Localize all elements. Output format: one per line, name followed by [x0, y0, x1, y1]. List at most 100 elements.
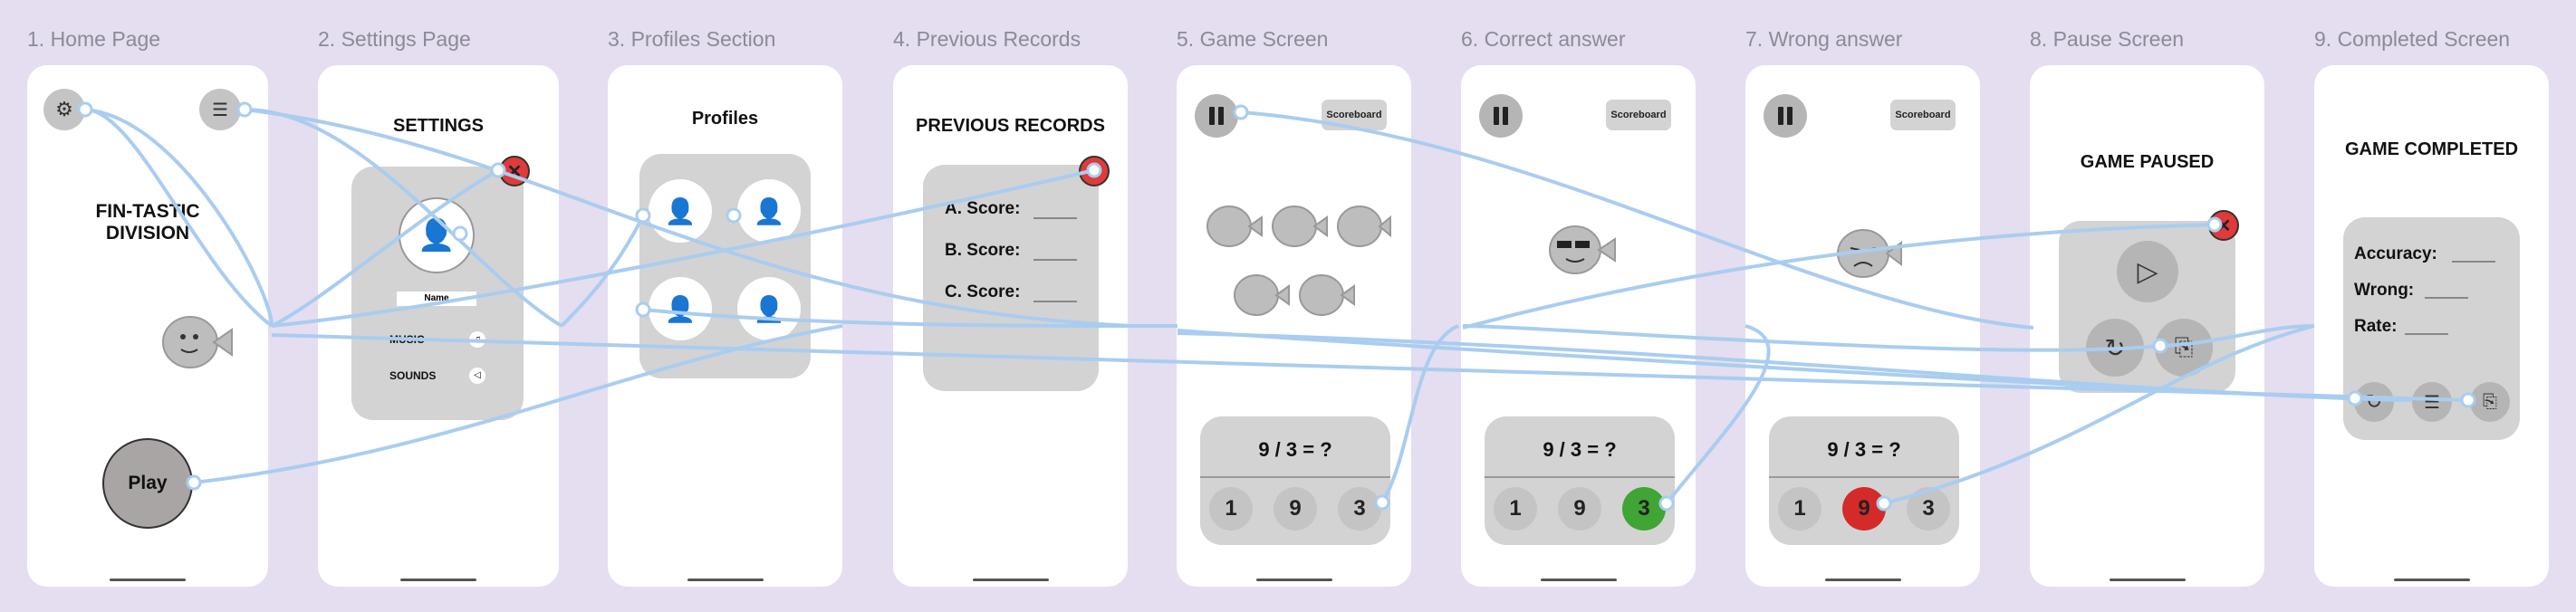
completed-title: GAME COMPLETED	[2344, 139, 2519, 159]
correct-answer-screen: Scoreboard 9 / 3 = ? 1 9 3	[1461, 65, 1696, 587]
scoreboard-button[interactable]: Scoreboard	[1890, 100, 1956, 130]
exit-button[interactable]: ⎘	[2155, 319, 2213, 377]
home-indicator	[2393, 579, 2470, 581]
answer-option-3[interactable]: 3	[1907, 487, 1950, 531]
home-indicator	[1540, 579, 1617, 581]
records-screen: PREVIOUS RECORDS A. Score: B. Score: C. …	[893, 65, 1128, 587]
restart-button[interactable]: ↻	[2086, 319, 2144, 377]
label-pause-screen: 8. Pause Screen	[2030, 27, 2185, 51]
home-screen: ⚙ ☰ FIN-TASTIC DIVISION Play	[27, 65, 268, 587]
profiles-title: Profiles	[691, 109, 759, 129]
score-a-label: A. Score:	[945, 199, 1021, 218]
exit-button[interactable]: ⎘	[2470, 382, 2510, 422]
label-completed-screen: 9. Completed Screen	[2314, 27, 2511, 51]
records-button[interactable]: ☰	[2412, 382, 2452, 422]
add-profile-slot-4[interactable]: 👤	[737, 277, 801, 340]
settings-screen: SETTINGS 👤 Name MUSIC ♫ SOUNDS ◁ ✕	[318, 65, 559, 587]
label-profiles-section: 3. Profiles Section	[608, 27, 776, 51]
accuracy-label: Accuracy:	[2354, 244, 2437, 263]
wrong-label: Wrong:	[2354, 281, 2415, 300]
restart-button[interactable]: ↻	[2354, 382, 2394, 422]
label-game-screen: 5. Game Screen	[1177, 27, 1329, 51]
label-correct-answer: 6. Correct answer	[1461, 27, 1626, 51]
accuracy-value	[2452, 261, 2495, 263]
question-panel: 9 / 3 = ? 1 9 3	[1485, 416, 1675, 545]
settings-close-button[interactable]: ✕	[499, 156, 530, 186]
add-profile-slot-2[interactable]: 👤	[737, 179, 801, 243]
score-c-label: C. Score:	[945, 282, 1021, 301]
label-wrong-answer: 7. Wrong answer	[1745, 27, 1903, 51]
question-panel: 9 / 3 = ? 1 9 3	[1200, 416, 1390, 545]
question-text: 9 / 3 = ?	[1827, 438, 1901, 461]
home-indicator	[972, 579, 1049, 581]
pause-close-button[interactable]: ✕	[2208, 210, 2239, 241]
home-indicator	[110, 579, 186, 581]
score-c-value	[1033, 301, 1077, 302]
add-user-icon: 👤	[753, 196, 785, 225]
exit-door-icon: ⎘	[2483, 391, 2497, 412]
wrong-value	[2425, 297, 2468, 299]
answer-option-1[interactable]: 1	[1209, 487, 1253, 531]
score-a-value	[1033, 217, 1077, 219]
label-home-page: 1. Home Page	[27, 27, 161, 51]
answer-option-1[interactable]: 1	[1778, 487, 1821, 531]
records-close-button[interactable]: ✕	[1079, 156, 1110, 186]
close-icon: ✕	[506, 161, 523, 182]
home-indicator	[687, 579, 764, 581]
cool-fish-icon	[1549, 225, 1616, 274]
home-indicator	[1255, 579, 1332, 581]
fish-icon	[162, 316, 233, 368]
home-indicator	[2109, 579, 2186, 581]
music-toggle-icon[interactable]: ♫	[469, 331, 485, 348]
score-b-label: B. Score:	[945, 241, 1021, 260]
play-icon: ▷	[2137, 256, 2158, 287]
add-user-icon: 👤	[753, 294, 785, 323]
pause-title: GAME PAUSED	[2080, 152, 2215, 172]
add-profile-slot-1[interactable]: 👤	[649, 179, 712, 243]
records-button[interactable]: ☰	[199, 89, 241, 130]
resume-button[interactable]: ▷	[2117, 241, 2178, 302]
sound-toggle-icon[interactable]: ◁	[469, 368, 485, 384]
records-panel: A. Score: B. Score: C. Score:	[923, 165, 1099, 391]
play-button[interactable]: Play	[102, 438, 193, 529]
pause-button[interactable]	[1764, 94, 1807, 138]
answer-option-3[interactable]: 3	[1338, 487, 1381, 531]
home-indicator	[1824, 579, 1901, 581]
answer-option-2[interactable]: 9	[1558, 487, 1601, 531]
close-icon: ✕	[2216, 215, 2232, 236]
rate-label: Rate:	[2354, 317, 2398, 336]
rate-value	[2405, 333, 2448, 335]
game-title: FIN-TASTIC DIVISION	[95, 201, 200, 244]
pause-button[interactable]	[1479, 94, 1523, 138]
add-user-icon: 👤	[664, 294, 697, 323]
restart-icon: ↻	[2365, 390, 2383, 413]
answer-option-wrong[interactable]: 9	[1842, 487, 1886, 531]
answer-option-1[interactable]: 1	[1494, 487, 1537, 531]
scoreboard-button[interactable]: Scoreboard	[1322, 100, 1387, 130]
completed-panel: Accuracy: Wrong: Rate: ↻ ☰ ⎘	[2343, 217, 2520, 440]
list-icon: ☰	[212, 100, 228, 120]
fish-group-icon	[1206, 206, 1391, 316]
question-panel: 9 / 3 = ? 1 9 3	[1769, 416, 1959, 545]
sad-fish-icon	[1837, 229, 1902, 278]
home-indicator	[400, 579, 476, 581]
name-field[interactable]: Name	[397, 292, 476, 306]
pause-button[interactable]	[1195, 94, 1238, 138]
settings-button[interactable]: ⚙	[43, 89, 85, 130]
label-previous-records: 4. Previous Records	[893, 27, 1081, 51]
avatar[interactable]: 👤	[399, 197, 475, 273]
answer-option-2[interactable]: 9	[1274, 487, 1317, 531]
close-icon: ✕	[1086, 161, 1102, 182]
edit-profile-icon: 👤	[417, 218, 457, 253]
label-settings-page: 2. Settings Page	[318, 27, 471, 51]
scoreboard-button[interactable]: Scoreboard	[1606, 100, 1671, 130]
exit-door-icon: ⎘	[2174, 333, 2194, 360]
music-label: MUSIC	[389, 333, 425, 346]
pause-screen: GAME PAUSED ▷ ↻ ⎘ ✕	[2030, 65, 2264, 587]
settings-title: SETTINGS	[392, 116, 484, 136]
answer-option-correct[interactable]: 3	[1622, 487, 1666, 531]
profiles-panel: 👤 👤 👤 👤	[639, 154, 811, 378]
settings-panel: 👤 Name MUSIC ♫ SOUNDS ◁	[351, 167, 524, 420]
add-profile-slot-3[interactable]: 👤	[649, 277, 712, 340]
profiles-screen: Profiles 👤 👤 👤 👤	[608, 65, 842, 587]
